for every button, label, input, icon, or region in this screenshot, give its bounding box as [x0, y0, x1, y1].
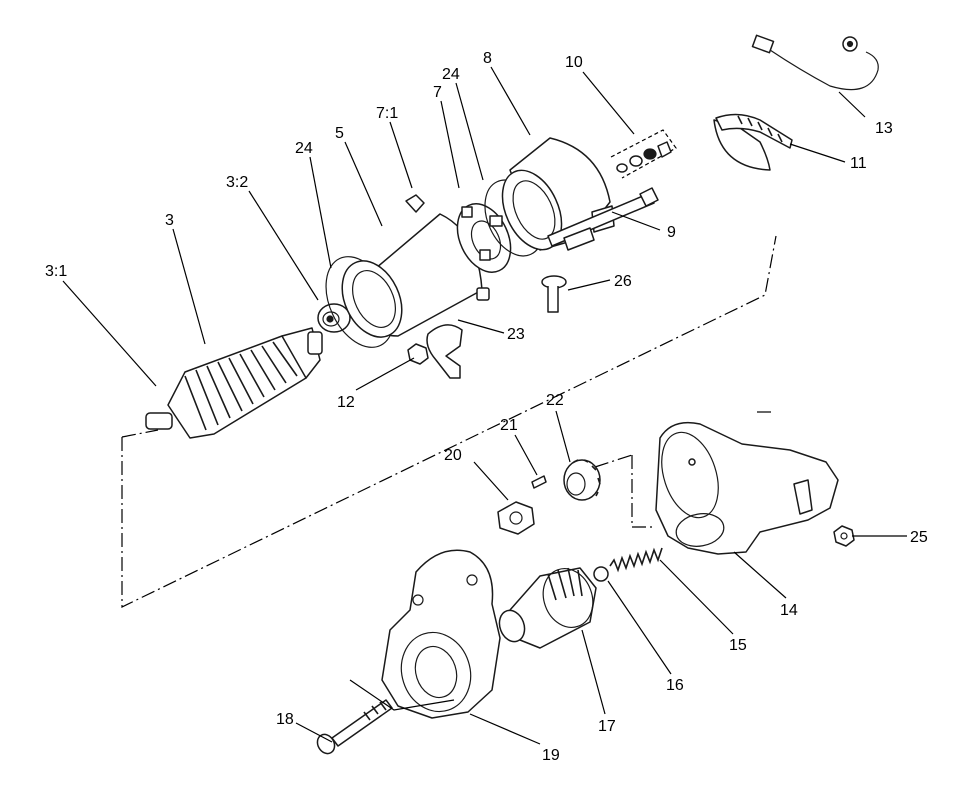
- leader-lines: [62, 66, 907, 745]
- washer-nut-kit: [610, 129, 677, 179]
- callout-20: 20: [444, 447, 462, 464]
- callout-7-1: 7:1: [376, 105, 398, 122]
- callout-26: 26: [614, 273, 632, 290]
- callout-24-left: 24: [295, 140, 313, 157]
- bolt-18: [316, 699, 393, 755]
- callout-3-1: 3:1: [45, 263, 67, 280]
- callout-18: 18: [276, 711, 294, 728]
- drive-lever: [426, 324, 463, 379]
- callout-14: 14: [780, 602, 798, 619]
- steel-ball: [593, 566, 609, 582]
- assembly-boundary-lines: [121, 235, 777, 608]
- callout-3: 3: [165, 212, 174, 229]
- through-bolts: [547, 187, 659, 251]
- callout-7: 7: [433, 84, 442, 101]
- callout-9: 9: [667, 224, 676, 241]
- pin-21: [531, 475, 547, 489]
- drive-end-housing: [381, 549, 501, 719]
- callout-10: 10: [565, 54, 583, 71]
- solenoid-housing: [655, 421, 839, 555]
- callout-15: 15: [729, 637, 747, 654]
- callout-24-right: 24: [442, 66, 460, 83]
- callout-19: 19: [542, 747, 560, 764]
- callout-25: 25: [910, 529, 928, 546]
- armature: [145, 327, 323, 439]
- callout-21: 21: [500, 417, 518, 434]
- callout-16: 16: [666, 677, 684, 694]
- yoke-housing: [341, 213, 490, 338]
- callout-17: 17: [598, 718, 616, 735]
- gear-22: [563, 459, 601, 501]
- callout-11: 11: [850, 155, 867, 172]
- band-clamp: [713, 113, 793, 171]
- retainer-20: [497, 501, 535, 535]
- lead-wire: [751, 34, 879, 91]
- callout-13: 13: [875, 120, 893, 137]
- nut-12: [407, 343, 429, 365]
- nut-25: [833, 525, 855, 547]
- bush-7-1: [405, 194, 425, 213]
- callout-23: 23: [507, 326, 525, 343]
- callout-22: 22: [546, 392, 564, 409]
- callout-3-2: 3:2: [226, 174, 248, 191]
- return-spring: [609, 547, 663, 573]
- callout-12: 12: [337, 394, 355, 411]
- callout-5: 5: [335, 125, 344, 142]
- screw-26: [541, 275, 567, 313]
- brush-holder: [456, 203, 512, 273]
- pinion-clutch: [498, 567, 597, 649]
- callout-labels: 3:1 3 3:2 24 5 7:1 7 24 8 10 13 11 9 26 …: [45, 50, 928, 764]
- callout-8: 8: [483, 50, 492, 67]
